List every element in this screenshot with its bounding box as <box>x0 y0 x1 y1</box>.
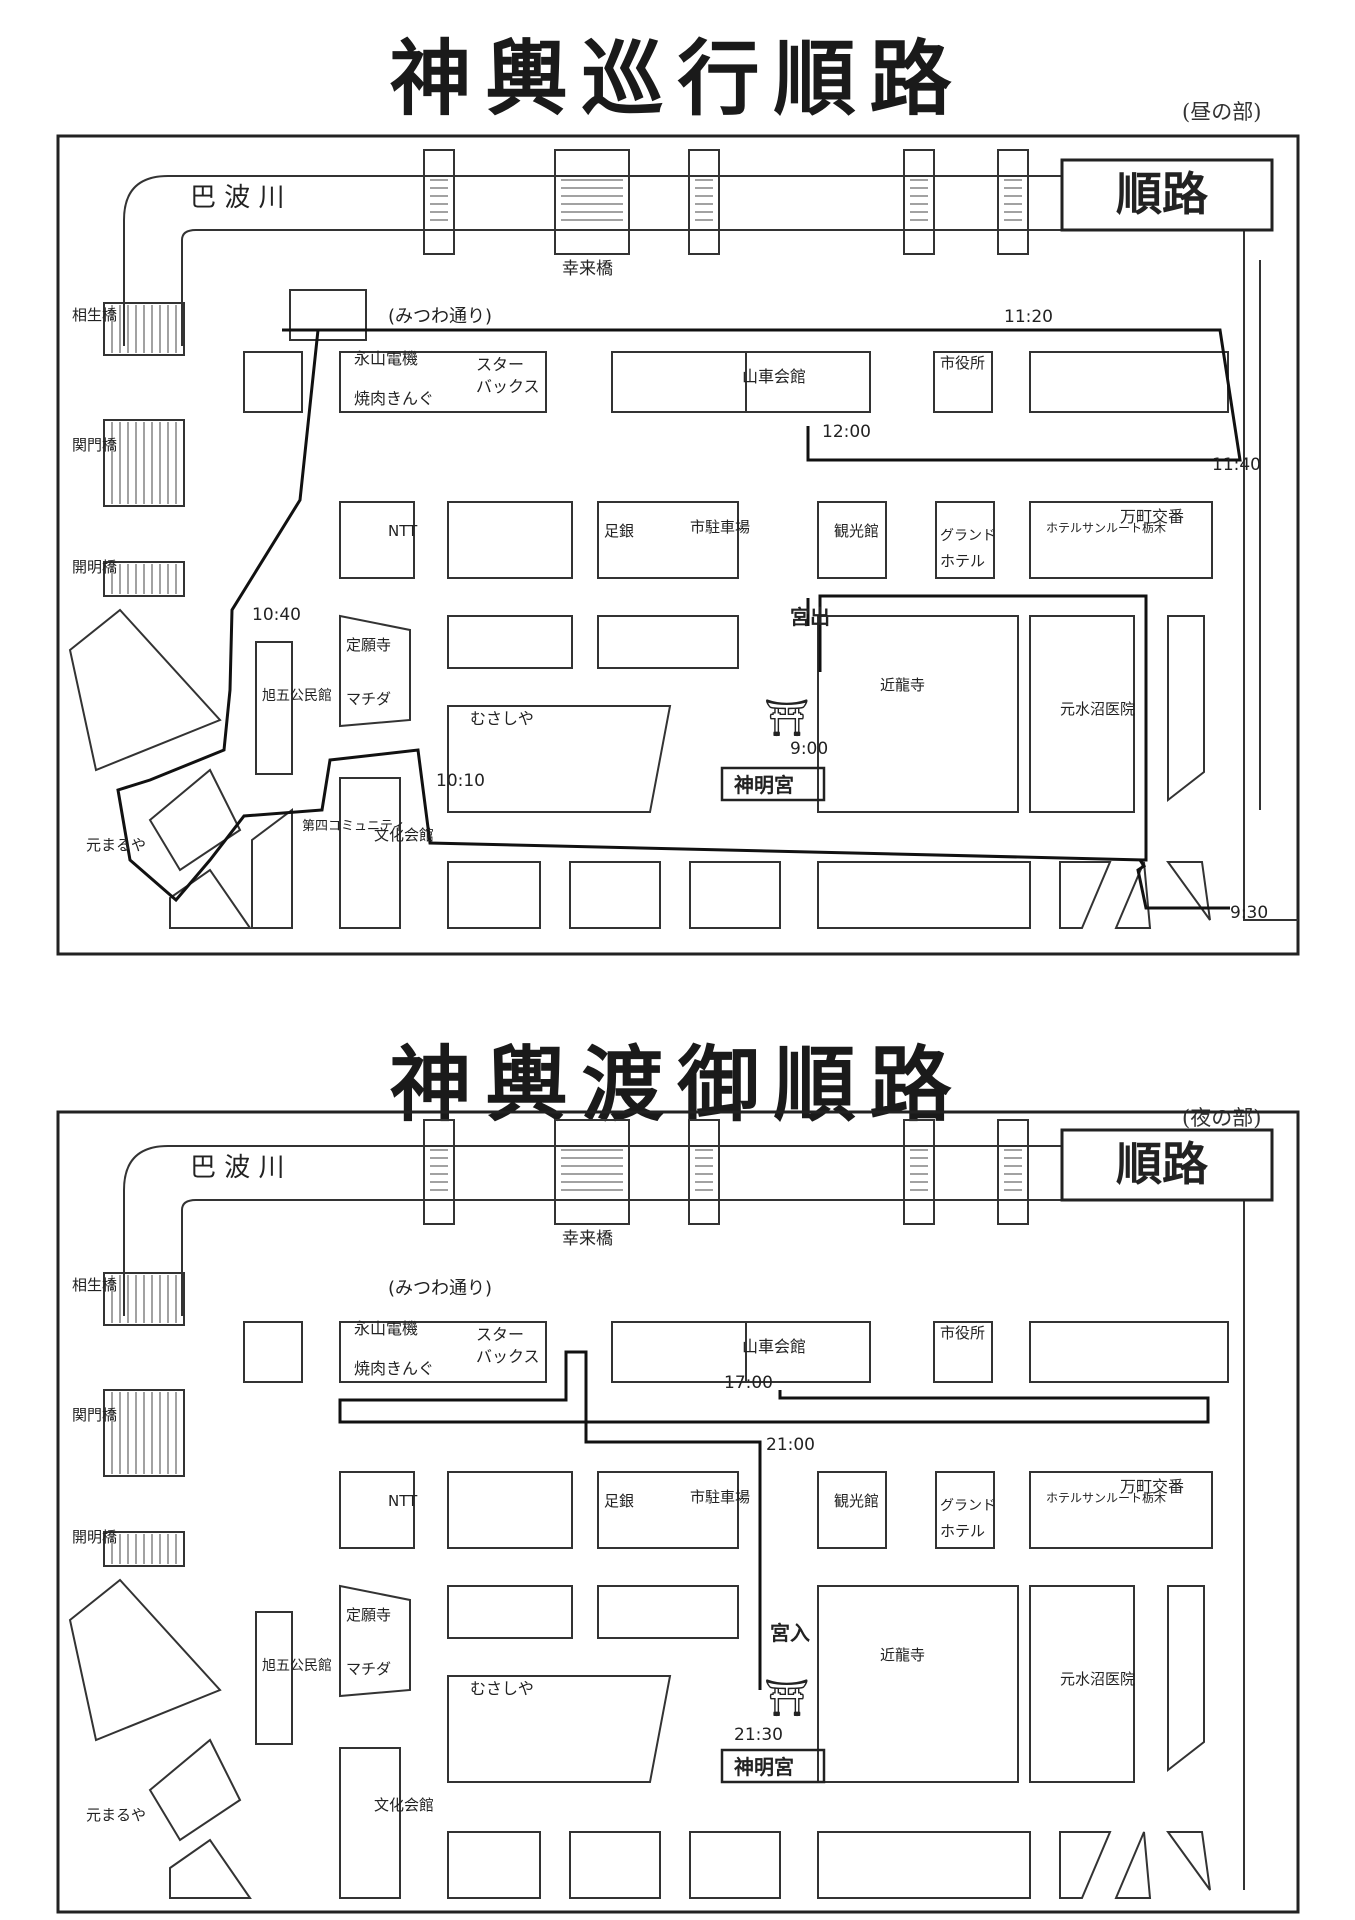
legend-label: 順路 <box>1116 1137 1209 1191</box>
ntt-label: NTT <box>388 1492 418 1510</box>
day-route <box>116 328 1242 910</box>
musashiya-label: むさしや <box>470 709 534 728</box>
maruya-label: 元まるや <box>86 836 146 854</box>
mitsuwa-label: (みつわ通り) <box>388 1278 492 1299</box>
kouban-label: 万町交番 <box>1120 1477 1184 1496</box>
ntt-label: NTT <box>388 522 418 540</box>
machida-label: マチダ <box>346 690 391 708</box>
legend-box <box>1060 158 1274 232</box>
yakiniku-label: 焼肉きんぐ <box>354 389 434 408</box>
hotel-sun-label: ホテルサンルート栃木 <box>1046 1491 1166 1505</box>
time-930: 9:30 <box>1230 903 1268 923</box>
shinmei-label: 神明宮 <box>734 1755 794 1779</box>
torii-icon: ⛩ <box>764 1678 810 1719</box>
shinmei-box <box>720 766 826 802</box>
river-label: 巴 波 川 <box>190 1153 285 1183</box>
jougan-label: 定願寺 <box>346 636 391 654</box>
ashigin-label: 足銀 <box>604 522 634 540</box>
night-route <box>338 1350 1210 1690</box>
shinmei-label: 神明宮 <box>734 773 794 797</box>
kouraibashi-label: 幸来橋 <box>562 1229 613 1249</box>
ashigin-label: 足銀 <box>604 1492 634 1510</box>
starbucks-label-2: バックス <box>476 1347 540 1366</box>
kouban-label: 万町交番 <box>1120 507 1184 526</box>
bunka-label: 文化会館 <box>374 826 434 844</box>
starbucks-label-1: スター <box>476 355 524 374</box>
yamaguruma-label: 山車会館 <box>742 1337 806 1356</box>
day-map: 巴 波 川 幸来橋 (みつわ通り) 11:20 12:00 11:40 10:4… <box>56 134 1300 956</box>
gu-iri-label: 宮入 <box>770 1621 810 1645</box>
grand-label-1: グランド <box>940 1498 996 1514</box>
time-1010: 10:10 <box>436 771 485 791</box>
shiyakusho-label: 市役所 <box>940 354 985 372</box>
sekimon-label: 関門橋 <box>72 436 117 454</box>
aioi-label: 相生橋 <box>72 1276 117 1294</box>
sekimon-label: 関門橋 <box>72 1406 117 1424</box>
yakiniku-label: 焼肉きんぐ <box>354 1359 434 1378</box>
day-title: 神輿巡行順路 <box>389 31 966 127</box>
grand-label-1: グランド <box>940 528 996 544</box>
time-2130: 21:30 <box>734 1725 783 1745</box>
nagayama-label: 永山電機 <box>354 1319 418 1338</box>
jougan-label: 定願寺 <box>346 1606 391 1624</box>
shiyakusho-label: 市役所 <box>940 1324 985 1342</box>
kankou-label: 観光館 <box>834 1492 879 1510</box>
mitsuwa-label: (みつわ通り) <box>388 306 492 327</box>
grand-label-2: ホテル <box>940 1522 985 1540</box>
chusha-label: 市駐車場 <box>690 1488 750 1506</box>
hotel-sun-label: ホテルサンルート栃木 <box>1046 521 1166 535</box>
musashiya-label: むさしや <box>470 1679 534 1698</box>
day-subtitle: (昼の部) <box>1182 100 1262 124</box>
aioi-label: 相生橋 <box>72 306 117 324</box>
nagayama-label: 永山電機 <box>354 349 418 368</box>
map-frame <box>56 134 1300 956</box>
motonuma-label: 元水沼医院 <box>1060 1670 1135 1688</box>
time-1700: 17:00 <box>724 1373 773 1393</box>
torii-icon: ⛩ <box>764 698 810 739</box>
bunka-label: 文化会館 <box>374 1796 434 1814</box>
time-1040: 10:40 <box>252 605 301 625</box>
bridge-group <box>423 149 1029 255</box>
kinryu-label: 近龍寺 <box>880 676 925 694</box>
night-subtitle: (夜の部) <box>1182 1106 1262 1130</box>
kinryu-label: 近龍寺 <box>880 1646 925 1664</box>
time-1140: 11:40 <box>1212 455 1261 475</box>
gu-de-label: 宮出 <box>790 605 830 629</box>
kouraibashi-label: 幸来橋 <box>562 259 613 279</box>
yamaguruma-label: 山車会館 <box>742 367 806 386</box>
time-2100: 21:00 <box>766 1435 815 1455</box>
grand-label-2: ホテル <box>940 552 985 570</box>
streets <box>68 149 1298 929</box>
time-900: 9:00 <box>790 739 828 759</box>
kankou-label: 観光館 <box>834 522 879 540</box>
night-map: 巴 波 川 幸来橋 (みつわ通り) 17:00 21:00 21:30 永山電機… <box>56 1110 1300 1914</box>
chusha-label: 市駐車場 <box>690 518 750 536</box>
machida-label: マチダ <box>346 1660 391 1678</box>
legend-label: 順路 <box>1116 167 1209 221</box>
shinmei-box <box>720 1748 826 1784</box>
motonuma-label: 元水沼医院 <box>1060 700 1135 718</box>
time-1200: 12:00 <box>822 422 871 442</box>
starbucks-label-2: バックス <box>476 377 540 396</box>
river-label: 巴 波 川 <box>190 183 285 213</box>
maruya-label: 元まるや <box>86 1806 146 1824</box>
kaimei-label: 開明橋 <box>72 558 117 576</box>
kaimei-label: 開明橋 <box>72 1528 117 1546</box>
daiyonkomi-label: 第四コミュニティ <box>302 819 405 834</box>
time-1120: 11:20 <box>1004 307 1053 327</box>
asahi-label: 旭五公民館 <box>262 1657 332 1674</box>
streets <box>68 1119 1245 1899</box>
starbucks-label-1: スター <box>476 1325 524 1344</box>
legend-box <box>1060 1128 1274 1202</box>
asahi-label: 旭五公民館 <box>262 687 332 704</box>
map-frame <box>56 1110 1300 1914</box>
night-title: 神輿渡御順路 <box>389 1037 966 1133</box>
